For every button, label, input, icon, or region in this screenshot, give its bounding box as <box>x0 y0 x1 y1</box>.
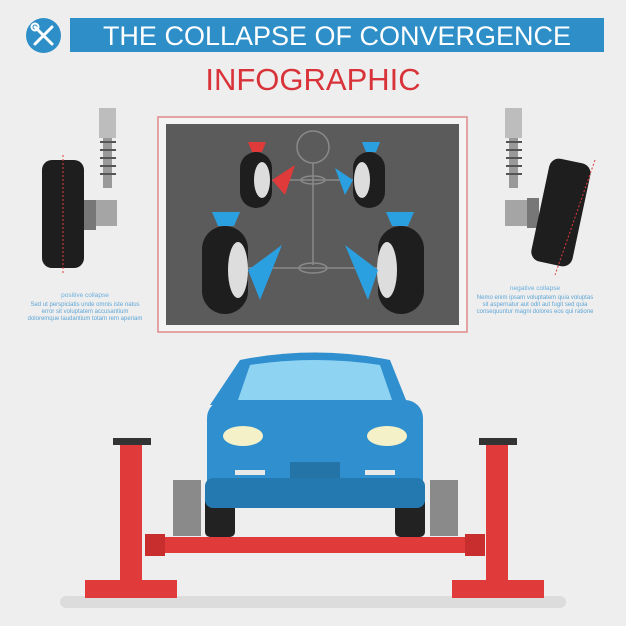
negative-collapse-heading: negative collapse <box>509 285 561 292</box>
negative-collapse-text: Nemo enim ipsam voluptatem quia voluptas… <box>476 295 594 315</box>
car-lift <box>60 438 566 608</box>
rear-right-wheel <box>345 212 424 314</box>
positive-collapse-text: Sed ut perspiciatis unde omnis iste natu… <box>27 302 143 322</box>
positive-collapse-wheel <box>42 108 117 275</box>
positive-collapse-caption: positive collapse Sed ut perspiciatis un… <box>25 292 145 323</box>
front-left-wheel <box>240 142 295 208</box>
car <box>205 352 425 537</box>
wrench-screwdriver-icon <box>26 18 61 53</box>
negative-collapse-caption: negative collapse Nemo enim ipsam volupt… <box>475 285 595 316</box>
alignment-board <box>157 116 468 333</box>
rear-left-wheel <box>202 212 282 314</box>
positive-collapse-heading: positive collapse <box>61 292 109 299</box>
front-right-wheel <box>335 142 385 208</box>
page-title: THE COLLAPSE OF CONVERGENCE <box>70 18 604 52</box>
negative-collapse-wheel <box>505 108 596 276</box>
page-subtitle: INFOGRAPHIC <box>205 62 421 97</box>
